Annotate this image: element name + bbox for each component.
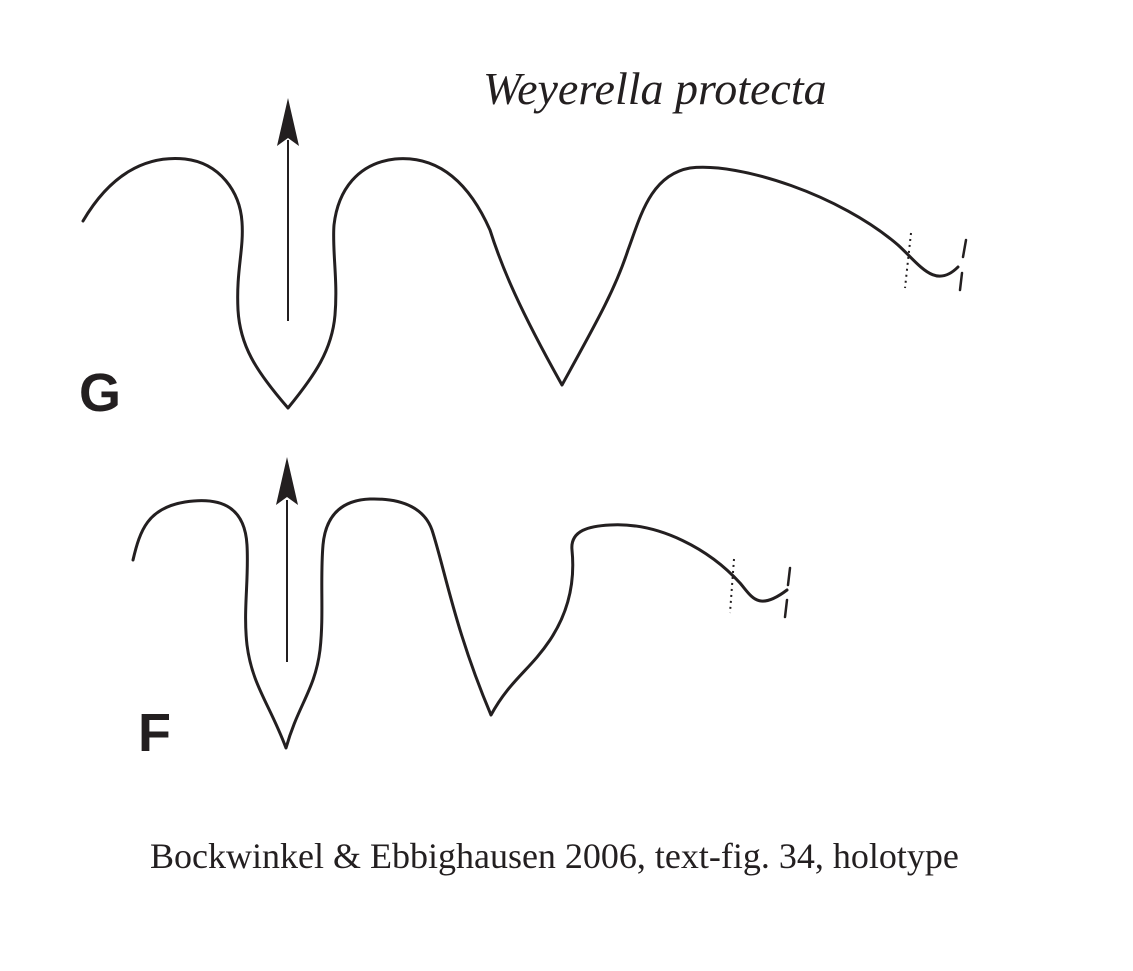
- suture-f-dotted-mark: [729, 558, 735, 614]
- suture-line-f: [131, 497, 789, 750]
- up-arrow-icon: [277, 98, 299, 321]
- suture-label-f: F: [138, 703, 171, 763]
- suture-f: [131, 457, 792, 750]
- suture-g-dotted-mark: [904, 232, 912, 289]
- suture-f-tick-upper: [786, 566, 792, 587]
- up-arrow-icon: [276, 457, 298, 662]
- suture-f-tick-lower: [783, 598, 789, 619]
- suture-g: [81, 98, 968, 410]
- suture-g-tick-upper: [961, 238, 968, 259]
- suture-label-g: G: [79, 363, 122, 423]
- figure-caption: Bockwinkel & Ebbighausen 2006, text-fig.…: [150, 836, 959, 876]
- species-title: Weyerella protecta: [483, 63, 827, 114]
- suture-line-g: [81, 157, 960, 410]
- suture-g-tick-lower: [958, 271, 964, 292]
